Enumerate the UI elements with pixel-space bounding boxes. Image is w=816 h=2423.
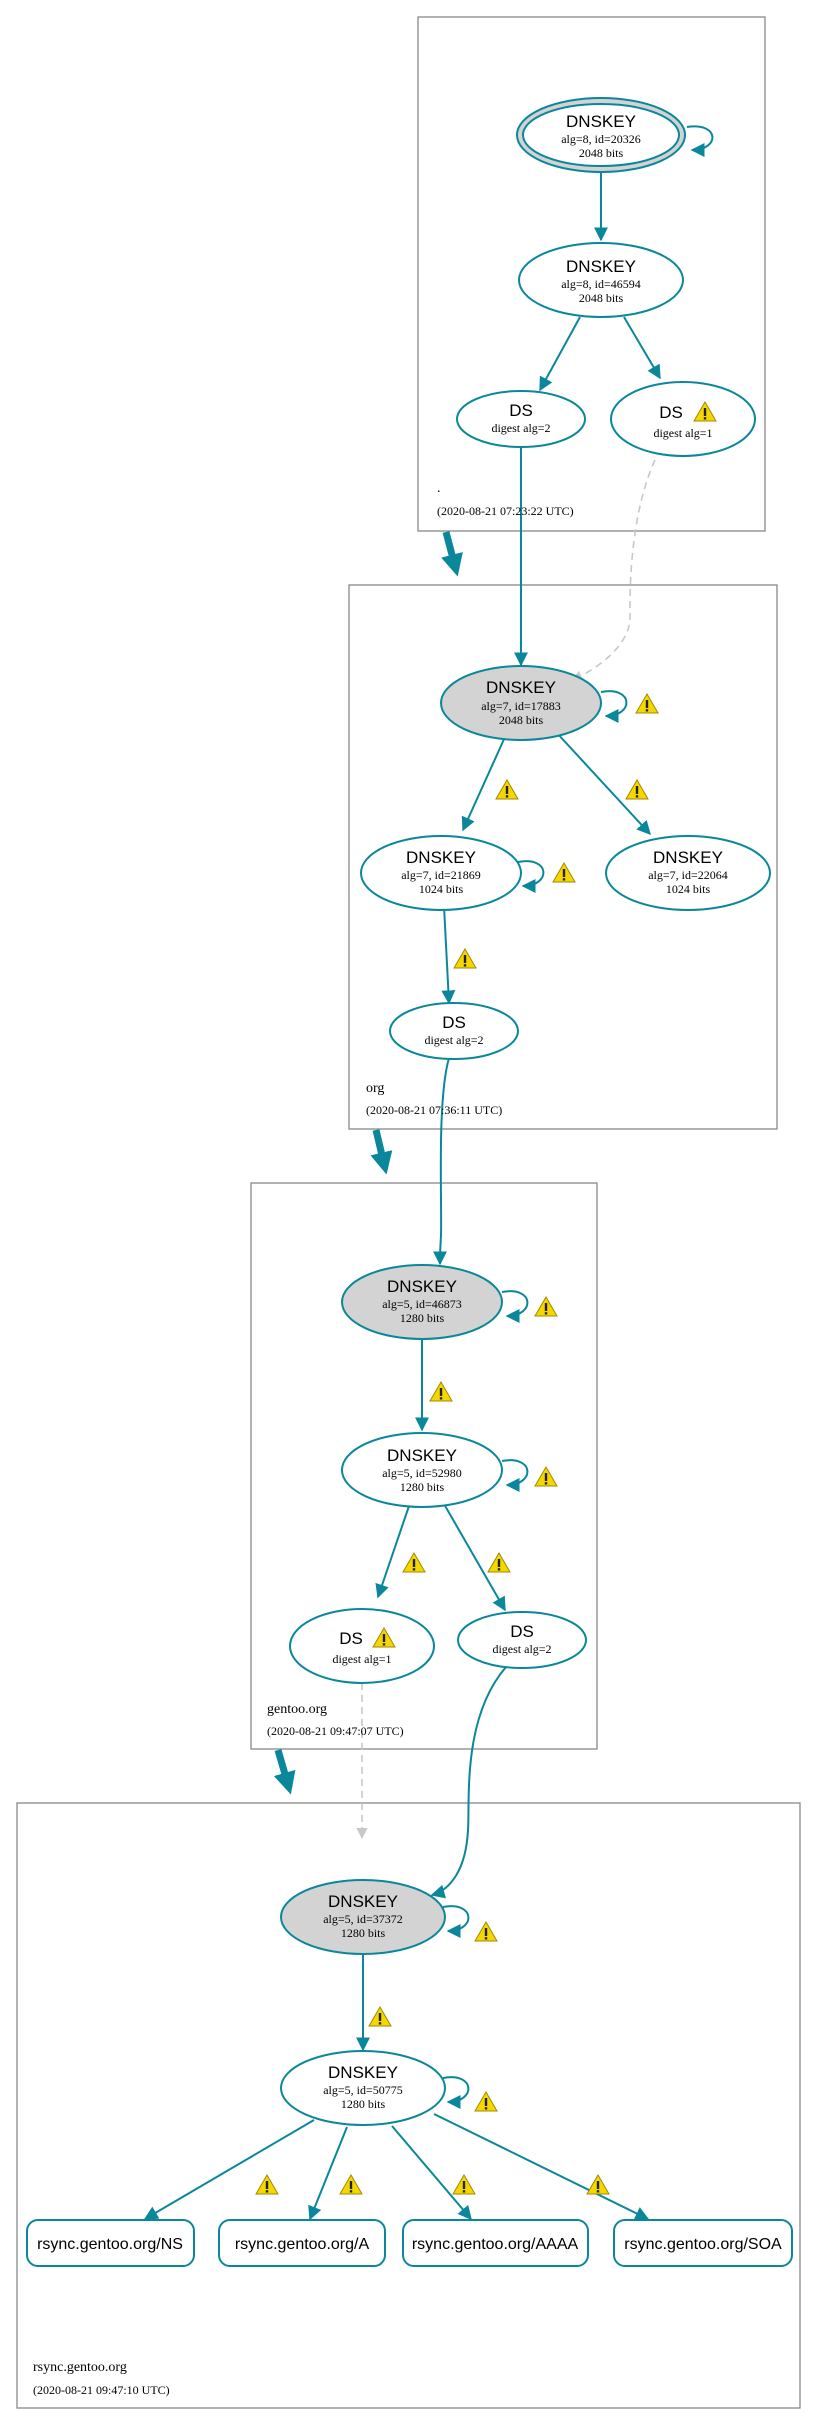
node-gentoo-ksk[interactable]: DNSKEY alg=5, id=46873 1280 bits: [341, 1264, 503, 1340]
node-title: DNSKEY: [328, 1892, 398, 1911]
node-title: DS: [510, 1622, 534, 1641]
node-title: DNSKEY: [486, 678, 556, 697]
self-loop-gentoo-zsk: [501, 1459, 529, 1492]
node-detail: 1280 bits: [400, 1311, 445, 1325]
node-detail: 2048 bits: [579, 291, 624, 305]
edge-gentoo-ds2-rsync-ksk: [430, 1666, 507, 1899]
node-detail: 2048 bits: [499, 713, 544, 727]
node-detail: alg=5, id=50775: [323, 2083, 403, 2097]
edge-gentoo-zsk-ds2: [443, 1503, 506, 1612]
self-loop-root-ksk: [686, 125, 714, 157]
edge-rsync-zsk-a: [308, 2126, 348, 2221]
node-title: DS: [442, 1013, 466, 1032]
node-root-zsk[interactable]: DNSKEY alg=8, id=46594 2048 bits: [518, 242, 684, 318]
rrset-soa[interactable]: rsync.gentoo.org/SOA: [613, 2219, 793, 2267]
zone-rsync-name: rsync.gentoo.org: [33, 2360, 127, 2375]
node-root-ds-alg1[interactable]: DS digest alg=1: [610, 381, 756, 457]
zone-root-date: (2020-08-21 07:23:22 UTC): [437, 504, 574, 518]
node-title: DNSKEY: [653, 848, 723, 867]
zone-gentoo-date: (2020-08-21 09:47:07 UTC): [267, 1724, 404, 1738]
rrset-a[interactable]: rsync.gentoo.org/A: [218, 2219, 386, 2267]
node-detail: 1024 bits: [419, 882, 464, 896]
node-detail: alg=5, id=46873: [382, 1297, 462, 1311]
node-gentoo-ds-alg1[interactable]: DS digest alg=1: [289, 1608, 435, 1684]
edge-root-zsk-ds2: [539, 316, 581, 392]
delegation-arrow-root-org: [441, 531, 463, 577]
edge-rsync-zsk-soa: [433, 2113, 650, 2220]
rrset-label: rsync.gentoo.org/A: [235, 2236, 370, 2253]
edge-root-zsk-ds1: [623, 316, 661, 380]
edge-org-ds-gentoo-ksk: [433, 1057, 450, 1266]
node-detail: digest alg=1: [653, 426, 712, 440]
node-detail: 1280 bits: [341, 2097, 386, 2111]
self-loop-gentoo-ksk: [501, 1290, 529, 1323]
node-title: DNSKEY: [387, 1277, 457, 1296]
edge-rsync-zsk-aaaa: [391, 2125, 472, 2221]
self-loop-org-zsk1: [517, 860, 545, 893]
node-title: DNSKEY: [406, 848, 476, 867]
node-detail: alg=8, id=46594: [561, 277, 641, 291]
node-detail: 2048 bits: [579, 146, 624, 160]
rrset-label: rsync.gentoo.org/NS: [37, 2236, 183, 2253]
node-detail: alg=5, id=37372: [323, 1912, 403, 1926]
zone-org-name: org: [366, 1081, 384, 1096]
node-title: DS: [339, 1629, 363, 1648]
self-loop-org-ksk: [600, 690, 628, 723]
rrset-label: rsync.gentoo.org/SOA: [624, 2236, 782, 2253]
node-detail: 1024 bits: [666, 882, 711, 896]
node-detail: digest alg=2: [491, 421, 550, 435]
node-detail: digest alg=2: [424, 1033, 483, 1047]
rrset-label: rsync.gentoo.org/AAAA: [412, 2236, 579, 2253]
node-detail: alg=8, id=20326: [561, 132, 641, 146]
node-detail: 1280 bits: [400, 1480, 445, 1494]
node-detail: digest alg=1: [332, 1652, 391, 1666]
node-detail: alg=7, id=22064: [648, 868, 728, 882]
edge-rsync-zsk-ns: [143, 2119, 315, 2220]
node-title: DS: [509, 401, 533, 420]
node-gentoo-zsk[interactable]: DNSKEY alg=5, id=52980 1280 bits: [341, 1432, 503, 1508]
zone-gentoo-name: gentoo.org: [267, 1702, 327, 1717]
node-detail: alg=5, id=52980: [382, 1466, 462, 1480]
zone-root-name: .: [437, 481, 441, 496]
node-org-zsk-22064[interactable]: DNSKEY alg=7, id=22064 1024 bits: [605, 835, 771, 911]
node-root-ds-alg2[interactable]: DS digest alg=2: [456, 390, 586, 448]
node-title: DNSKEY: [387, 1446, 457, 1465]
node-org-ds-alg2[interactable]: DS digest alg=2: [389, 1002, 519, 1060]
zone-rsync-date: (2020-08-21 09:47:10 UTC): [33, 2383, 170, 2397]
node-rsync-zsk[interactable]: DNSKEY alg=5, id=50775 1280 bits: [280, 2050, 446, 2126]
rrset-ns[interactable]: rsync.gentoo.org/NS: [26, 2219, 195, 2267]
node-title: DNSKEY: [328, 2063, 398, 2082]
node-detail: alg=7, id=21869: [401, 868, 481, 882]
edge-org-ksk-zsk2: [555, 731, 651, 836]
node-title: DNSKEY: [566, 257, 636, 276]
node-detail: alg=7, id=17883: [481, 699, 561, 713]
node-org-zsk-21869[interactable]: DNSKEY alg=7, id=21869 1024 bits: [360, 835, 522, 911]
self-loop-rsync-zsk: [442, 2076, 470, 2109]
delegation-arrow-org-gentoo: [370, 1129, 393, 1175]
edge-org-ksk-zsk1: [461, 736, 506, 832]
edge-org-zsk1-ds: [441, 905, 456, 1005]
node-detail: 1280 bits: [341, 1926, 386, 1940]
node-detail: digest alg=2: [492, 1642, 551, 1656]
zone-org-date: (2020-08-21 07:36:11 UTC): [366, 1103, 502, 1117]
node-title: DNSKEY: [566, 112, 636, 131]
self-loop-rsync-ksk: [442, 1905, 470, 1938]
node-title: DS: [659, 403, 683, 422]
rrset-aaaa[interactable]: rsync.gentoo.org/AAAA: [402, 2219, 589, 2267]
node-gentoo-ds-alg2[interactable]: DS digest alg=2: [457, 1611, 587, 1669]
node-rsync-ksk[interactable]: DNSKEY alg=5, id=37372 1280 bits: [280, 1879, 446, 1955]
delegation-arrow-gentoo-rsync: [273, 1749, 296, 1795]
edge-gentoo-zsk-ds1: [375, 1505, 410, 1599]
edge-root-ds1-org-ksk-dashed: [570, 459, 656, 682]
node-root-ksk[interactable]: DNSKEY alg=8, id=20326 2048 bits: [516, 97, 686, 173]
node-org-ksk[interactable]: DNSKEY alg=7, id=17883 2048 bits: [440, 665, 602, 741]
